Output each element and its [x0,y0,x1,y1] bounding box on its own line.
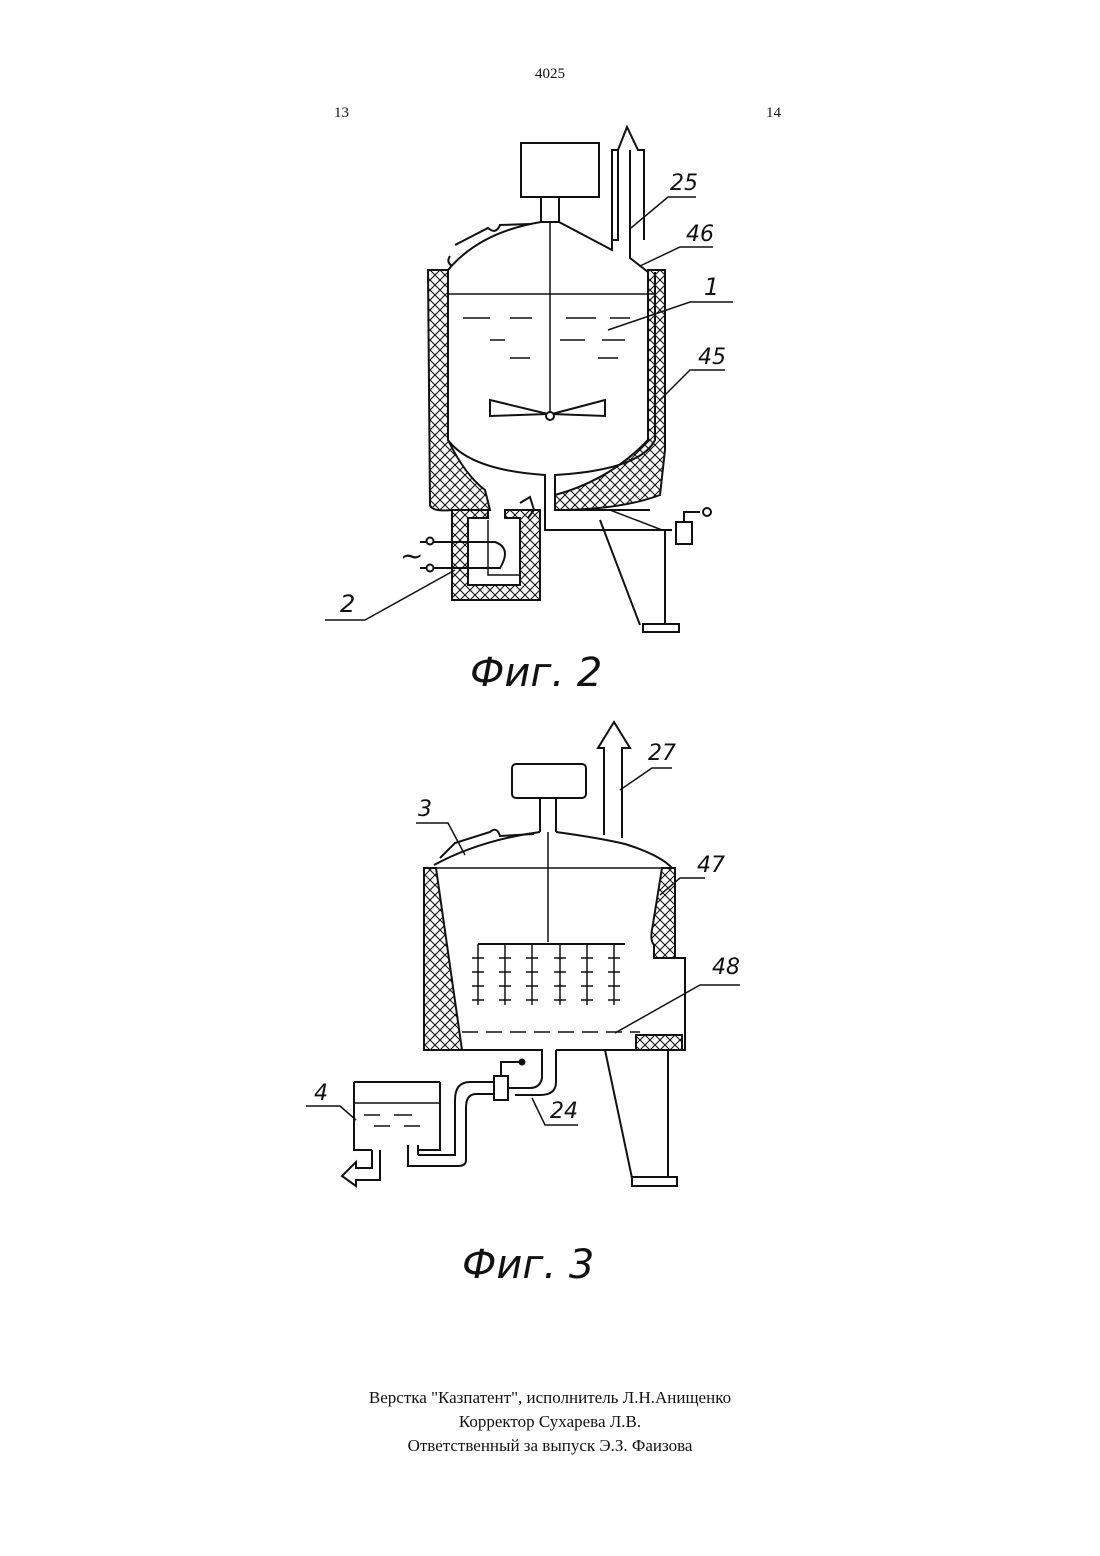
label-27: 27 [648,741,676,766]
label-1: 1 [704,273,719,301]
figure-3-caption: Фиг. 3 [462,1242,594,1288]
label-25: 25 [670,171,698,196]
label-2: 2 [340,590,355,618]
label-45: 45 [698,345,726,370]
page-number: 4025 [0,66,1100,83]
ac-symbol: ~ [400,539,423,572]
label-48: 48 [712,955,740,980]
label-24: 24 [550,1099,578,1124]
insulation-fig2 [428,270,665,600]
label-46: 46 [686,222,714,247]
imprint-layout-line: Верстка "Казпатент", исполнитель Л.Н.Ани… [0,1386,1100,1410]
insulation-fig3 [424,868,682,1050]
label-47: 47 [697,853,725,878]
imprint-responsible-line: Ответственный за выпуск Э.З. Фаизова [0,1434,1100,1458]
label-4: 4 [314,1081,328,1106]
figure-2-caption: Фиг. 2 [470,650,602,696]
support-fig2 [560,508,711,632]
imprint: Верстка "Казпатент", исполнитель Л.Н.Ани… [0,1386,1100,1458]
figure-2: 25 46 1 45 2 ~ Фиг. 2 [0,110,1100,710]
motor-box [521,143,599,197]
reactor-fig3 [342,722,685,1186]
figure-3: 27 3 47 48 4 24 Фиг. 3 [0,710,1100,1300]
label-3: 3 [418,797,432,822]
imprint-corrector-line: Корректор Сухарева Л.В. [0,1410,1100,1434]
